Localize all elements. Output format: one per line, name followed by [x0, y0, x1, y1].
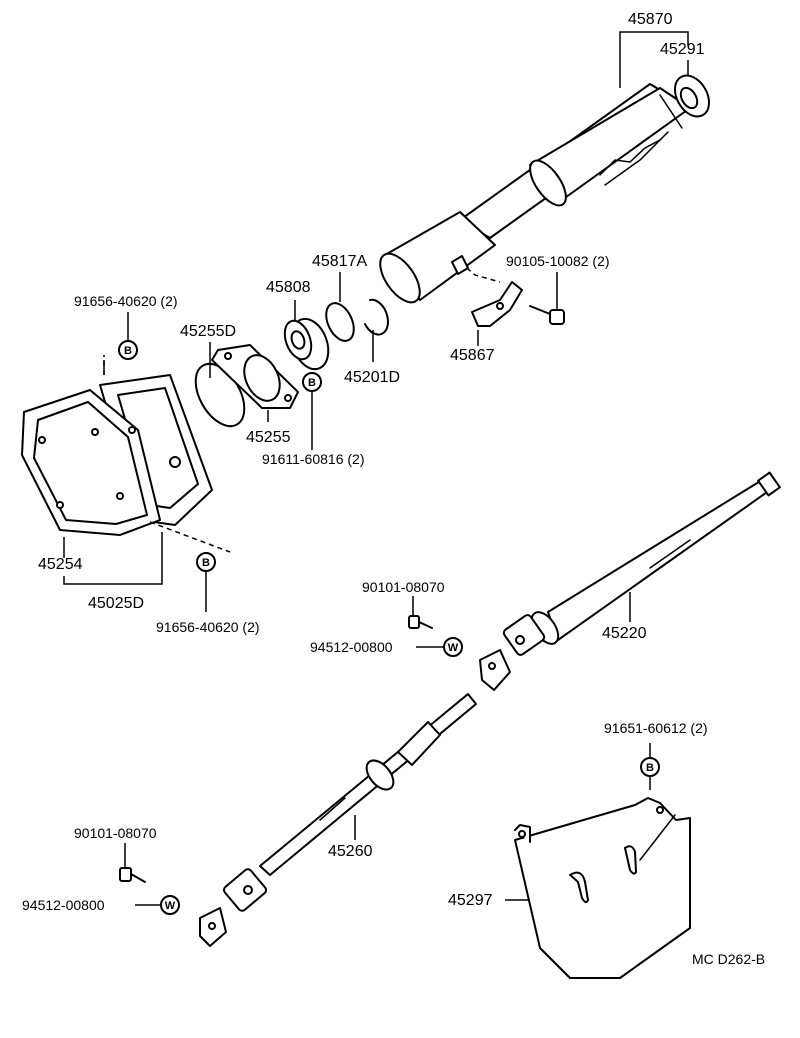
bracket-45297	[505, 743, 691, 979]
washer-mark-2: W	[160, 895, 180, 915]
bolt-mark-text-3: B	[202, 557, 210, 569]
label-45220: 45220	[602, 625, 647, 642]
label-45291: 45291	[660, 41, 705, 58]
bracket-45867	[451, 255, 523, 327]
bolt-washer-upper	[408, 596, 445, 648]
seal-45808	[283, 300, 330, 371]
steering-column-tube	[379, 83, 691, 304]
bolt-90105-10082	[529, 272, 565, 325]
label-45025d: 45025D	[88, 595, 144, 612]
bolt-mark-3: B	[196, 552, 216, 572]
plate-45255	[211, 344, 299, 422]
bolt-washer-lower	[119, 843, 162, 906]
ring-45291	[673, 74, 711, 118]
label-91651-60612: 91651-60612 (2)	[604, 720, 708, 736]
label-45867: 45867	[450, 347, 495, 364]
bolt-mark-4: B	[640, 757, 660, 777]
label-45808: 45808	[266, 279, 311, 296]
label-90101-08070-bottom: 90101-08070	[74, 825, 157, 841]
washer-mark-text-2: W	[165, 900, 176, 912]
label-45817a: 45817A	[312, 253, 367, 270]
cover-45025d	[21, 355, 231, 585]
label-45255d: 45255D	[180, 323, 236, 340]
label-91656-40620-bottom: 91656-40620 (2)	[156, 619, 260, 635]
label-90105-10082: 90105-10082 (2)	[506, 253, 610, 269]
label-94512-00800-top: 94512-00800	[310, 639, 393, 655]
bolt-mark-1: B	[118, 340, 138, 360]
label-45260: 45260	[328, 843, 373, 860]
drawing-code: MC D262-B	[692, 951, 765, 967]
label-45297: 45297	[448, 892, 493, 909]
label-94512-00800-bottom: 94512-00800	[22, 897, 105, 913]
lower-shaft-45260	[199, 693, 477, 947]
bolt-mark-text-1: B	[124, 345, 132, 357]
washer-mark-text-1: W	[448, 642, 459, 654]
bolt-mark-2: B	[302, 372, 322, 392]
label-90101-08070-top: 90101-08070	[362, 579, 445, 595]
bolt-mark-text-2: B	[308, 377, 316, 389]
label-91611-60816: 91611-60816 (2)	[262, 451, 364, 467]
label-45870: 45870	[628, 11, 673, 28]
bolt-mark-text-4: B	[646, 762, 654, 774]
main-shaft-45220	[479, 471, 781, 691]
leader-lines	[127, 31, 689, 612]
washer-mark-1: W	[443, 637, 463, 657]
label-91656-40620-top: 91656-40620 (2)	[74, 293, 178, 309]
o-ring-45817a	[325, 272, 355, 342]
label-45201d: 45201D	[344, 369, 400, 386]
snap-ring-45201d	[364, 298, 389, 362]
label-45255: 45255	[246, 429, 291, 446]
label-45254: 45254	[38, 556, 83, 573]
